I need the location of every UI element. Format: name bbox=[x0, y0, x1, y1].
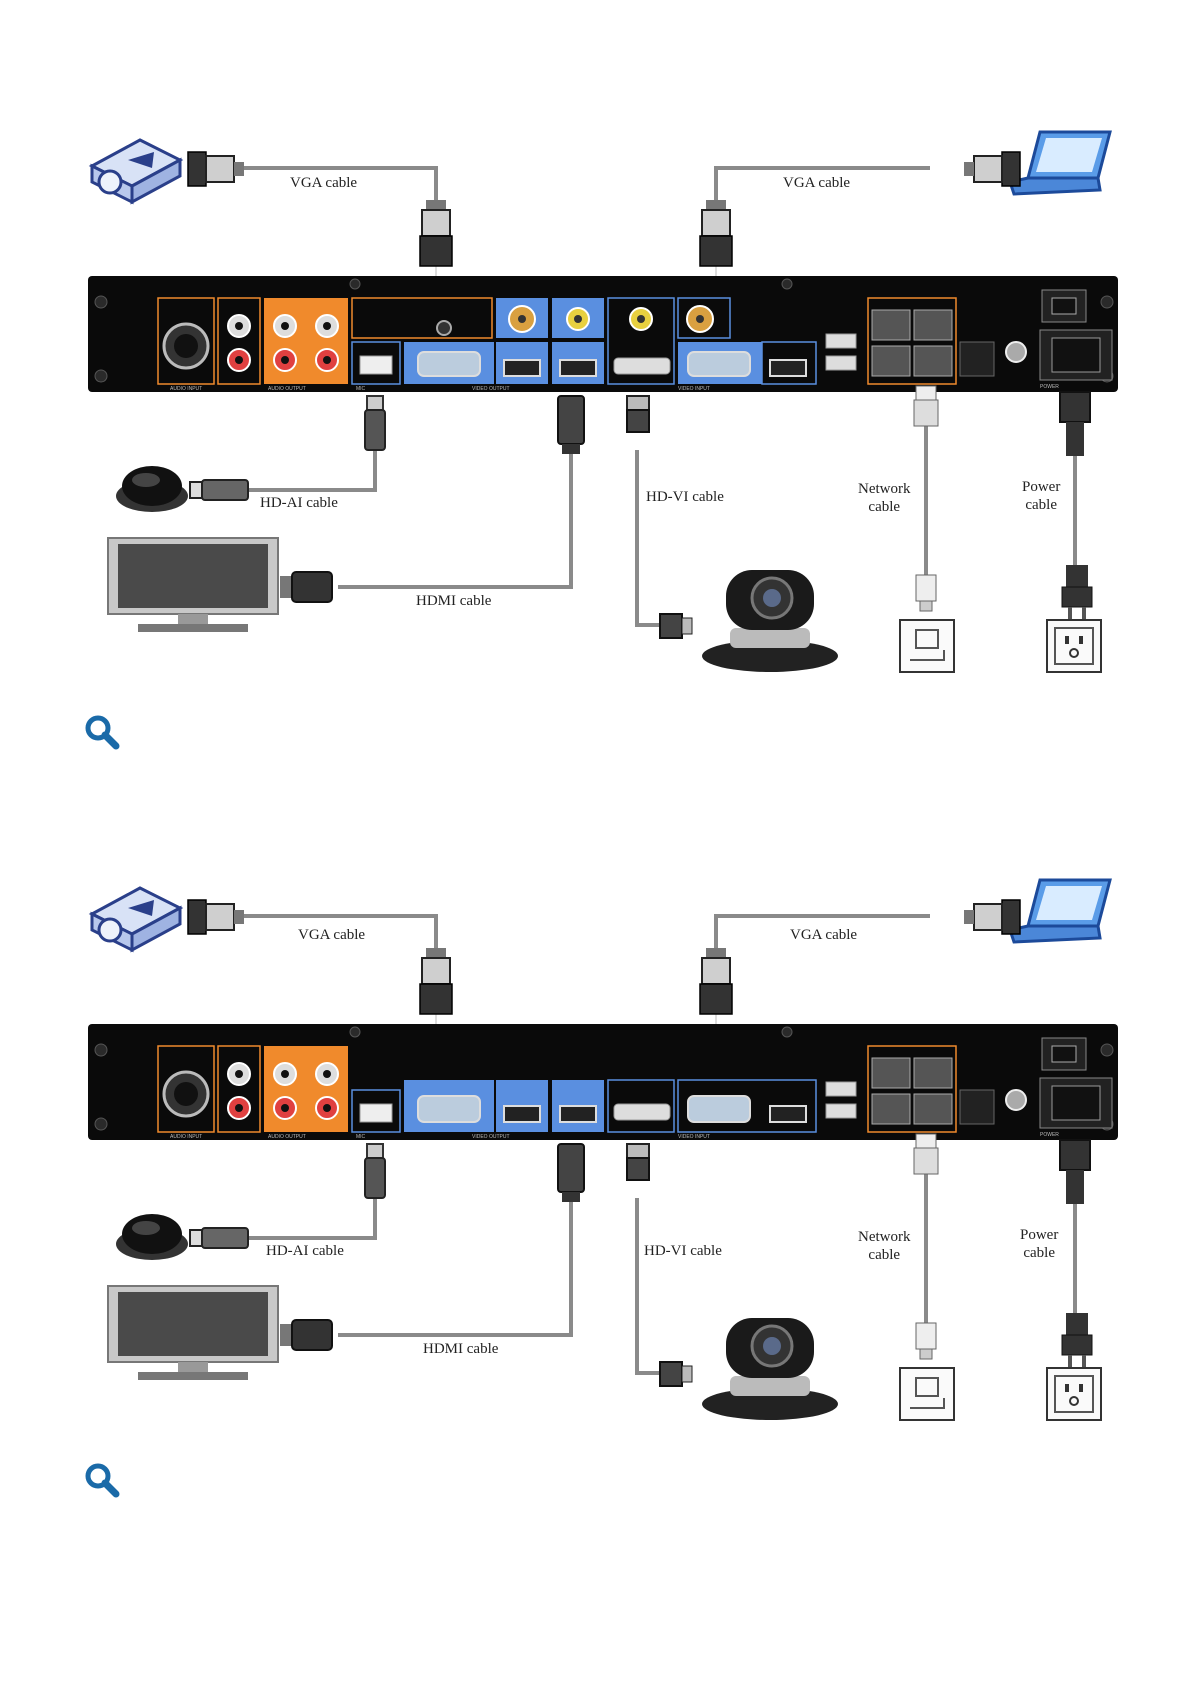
hdmi-cable-label: HDMI cable bbox=[423, 1340, 498, 1358]
zoom-magnifier-icon[interactable] bbox=[84, 714, 120, 750]
connection-diagram-1: AUDIO INPUT AUDIO OUTPUT MIC VIDEO OUTPU… bbox=[0, 120, 1191, 740]
hdvi-plug-icon bbox=[660, 1362, 692, 1386]
hdvi-plug-icon bbox=[660, 614, 692, 638]
svg-text:VIDEO INPUT: VIDEO INPUT bbox=[678, 1134, 710, 1140]
usb-plug-icon bbox=[190, 1228, 248, 1248]
network-plug-icon bbox=[916, 1323, 936, 1359]
monitor-icon bbox=[108, 1286, 278, 1380]
hdmi-cable-label: HDMI cable bbox=[416, 592, 491, 610]
svg-text:AUDIO OUTPUT: AUDIO OUTPUT bbox=[268, 1134, 306, 1140]
hdvi-plug-icon bbox=[627, 1144, 649, 1180]
vga-plug-icon bbox=[188, 152, 244, 186]
network-plug-icon bbox=[914, 386, 938, 426]
diagram-graphics: AUDIO INPUT AUDIO OUTPUT MIC VIDEO OUTPU… bbox=[0, 120, 1191, 740]
vga-cable-label-right: VGA cable bbox=[783, 174, 850, 192]
microphone-pod-icon bbox=[116, 466, 188, 512]
hd-ai-cable-label: HD-AI cable bbox=[266, 1242, 344, 1260]
laptop-icon bbox=[1010, 880, 1110, 942]
svg-text:MIC: MIC bbox=[356, 386, 366, 392]
usb-plug-icon bbox=[365, 1144, 385, 1198]
power-plug-icon bbox=[1062, 565, 1092, 619]
svg-text:AUDIO INPUT: AUDIO INPUT bbox=[170, 1134, 202, 1140]
projector-icon bbox=[92, 140, 180, 202]
hdvi-plug-icon bbox=[627, 396, 649, 432]
vga-cable-label-right: VGA cable bbox=[790, 926, 857, 944]
network-cable-label: Network cable bbox=[858, 1228, 911, 1264]
svg-text:VIDEO INPUT: VIDEO INPUT bbox=[678, 386, 710, 392]
vga-cable-label-left: VGA cable bbox=[290, 174, 357, 192]
vga-plug-icon bbox=[700, 200, 732, 266]
svg-text:POWER: POWER bbox=[1040, 384, 1059, 390]
power-cable-label: Power cable bbox=[1020, 1226, 1058, 1262]
projector-icon bbox=[92, 888, 180, 950]
svg-text:POWER: POWER bbox=[1040, 1132, 1059, 1138]
hd-vi-cable-label: HD-VI cable bbox=[646, 488, 724, 506]
power-outlet-icon bbox=[1047, 620, 1101, 672]
power-plug-icon bbox=[1062, 1313, 1092, 1367]
svg-text:VIDEO OUTPUT: VIDEO OUTPUT bbox=[472, 386, 510, 392]
network-socket-icon bbox=[900, 620, 954, 672]
rear-panel: AUDIO INPUT AUDIO OUTPUT MIC VIDEO OUTPU… bbox=[88, 276, 1118, 392]
rear-panel: AUDIO INPUT AUDIO OUTPUT MIC VIDEO OUTPU… bbox=[88, 1024, 1118, 1140]
network-plug-icon bbox=[914, 1134, 938, 1174]
microphone-pod-icon bbox=[116, 1214, 188, 1260]
hdmi-plug-icon bbox=[280, 572, 332, 602]
vga-plug-icon bbox=[700, 948, 732, 1014]
power-plug-icon bbox=[1060, 392, 1090, 456]
cable-lines bbox=[236, 168, 1075, 625]
vga-plug-icon bbox=[420, 200, 452, 266]
vga-plug-icon bbox=[964, 900, 1020, 934]
diagram-graphics: AUDIO INPUT AUDIO OUTPUT MIC VIDEO OUTPU… bbox=[0, 868, 1191, 1488]
usb-plug-icon bbox=[190, 480, 248, 500]
hd-camera-icon bbox=[702, 570, 838, 672]
svg-text:VIDEO OUTPUT: VIDEO OUTPUT bbox=[472, 1134, 510, 1140]
hd-ai-cable-label: HD-AI cable bbox=[260, 494, 338, 512]
hd-camera-icon bbox=[702, 1318, 838, 1420]
connection-diagram-2: AUDIO INPUT AUDIO OUTPUT MIC VIDEO OUTPU… bbox=[0, 868, 1191, 1488]
svg-text:MIC: MIC bbox=[356, 1134, 366, 1140]
cable-lines bbox=[236, 916, 1075, 1373]
hd-vi-cable-label: HD-VI cable bbox=[644, 1242, 722, 1260]
vga-plug-icon bbox=[964, 152, 1020, 186]
hdmi-plug-icon bbox=[558, 1144, 584, 1202]
vga-plug-icon bbox=[420, 948, 452, 1014]
hdmi-plug-icon bbox=[280, 1320, 332, 1350]
hdmi-plug-icon bbox=[558, 396, 584, 454]
vga-cable-label-left: VGA cable bbox=[298, 926, 365, 944]
zoom-magnifier-icon[interactable] bbox=[84, 1462, 120, 1498]
network-cable-label: Network cable bbox=[858, 480, 911, 516]
monitor-icon bbox=[108, 538, 278, 632]
network-plug-icon bbox=[916, 575, 936, 611]
vga-plug-icon bbox=[188, 900, 244, 934]
network-socket-icon bbox=[900, 1368, 954, 1420]
power-cable-label: Power cable bbox=[1022, 478, 1060, 514]
svg-text:AUDIO INPUT: AUDIO INPUT bbox=[170, 386, 202, 392]
laptop-icon bbox=[1010, 132, 1110, 194]
power-outlet-icon bbox=[1047, 1368, 1101, 1420]
usb-plug-icon bbox=[365, 396, 385, 450]
power-plug-icon bbox=[1060, 1140, 1090, 1204]
svg-text:AUDIO OUTPUT: AUDIO OUTPUT bbox=[268, 386, 306, 392]
